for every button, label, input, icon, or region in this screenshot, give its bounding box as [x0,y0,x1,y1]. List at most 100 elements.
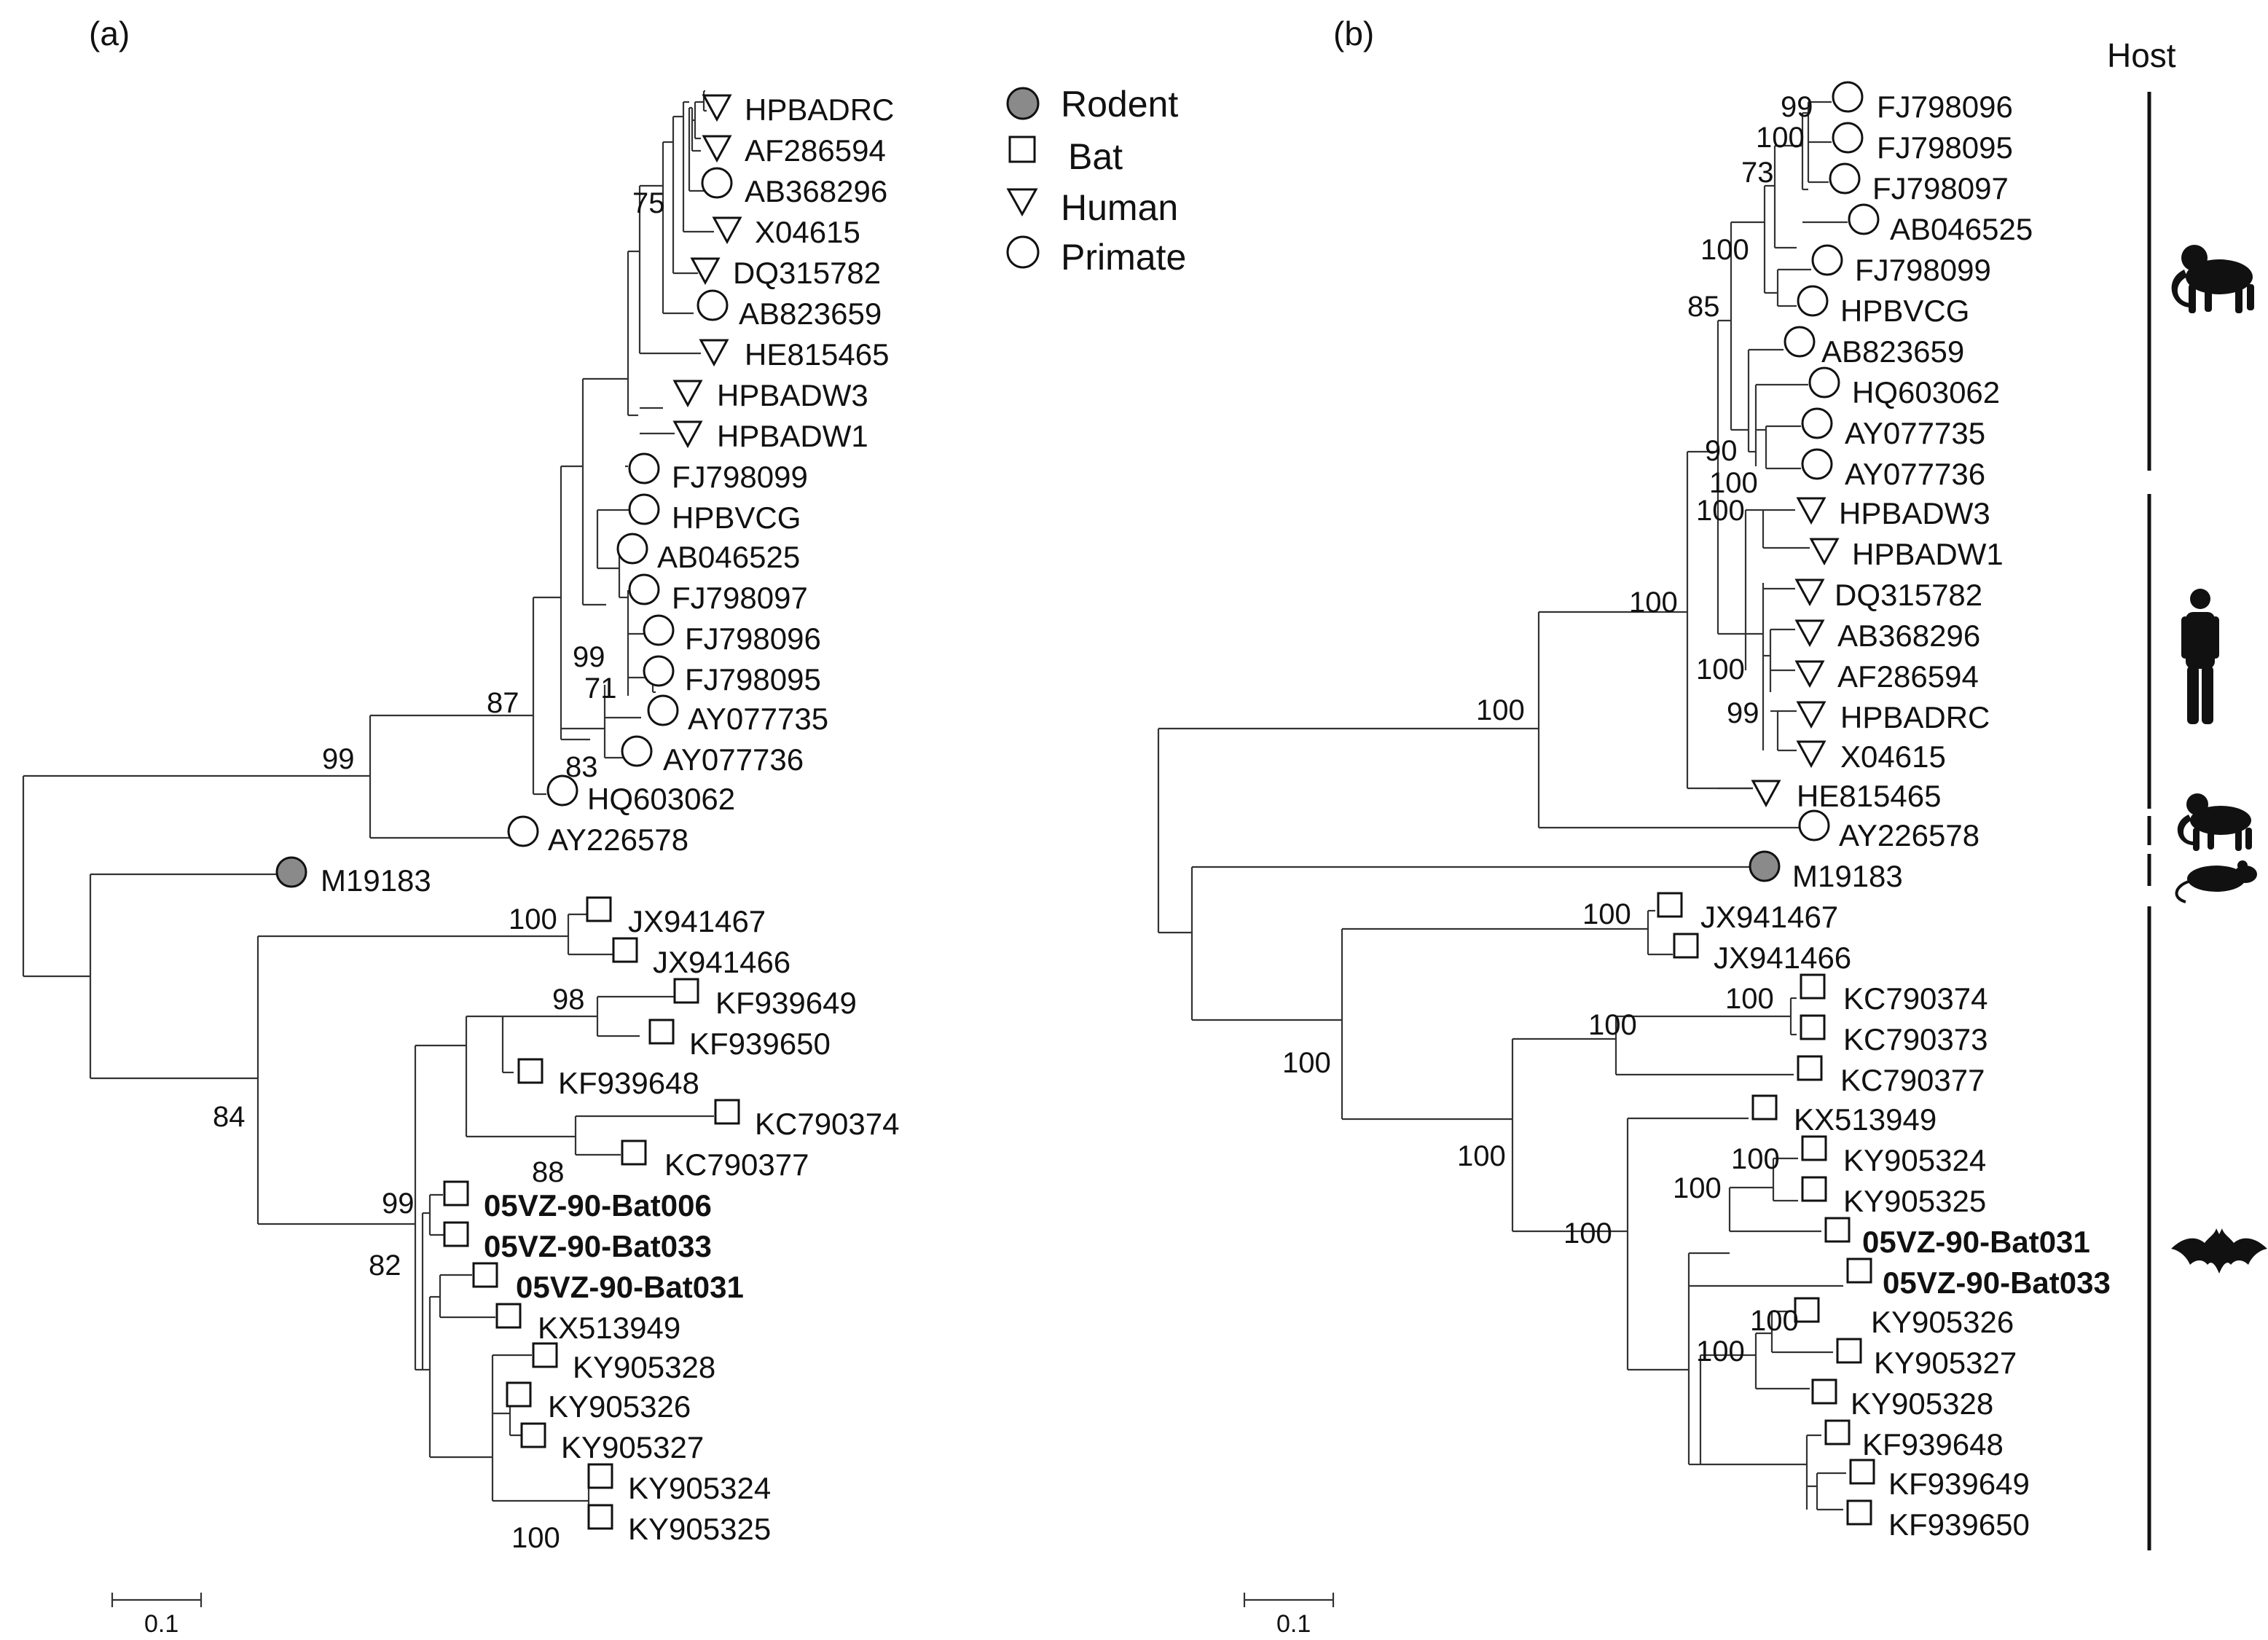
bootstrap-value: 83 [565,751,598,783]
bat-square-icon [1846,1258,1872,1284]
human-icon [1794,619,1825,648]
primate-circle-icon [1829,162,1861,195]
bootstrap-value: 73 [1741,157,1774,189]
bootstrap-value: 71 [584,672,617,705]
tip-label: AY077735 [1845,416,1985,450]
primate-circle-icon [1808,366,1840,399]
tip-label: HE815465 [745,337,890,372]
tip-label: KY905324 [1843,1143,1986,1177]
tip-label: JX941467 [628,904,766,938]
bootstrap-value: 100 [511,1522,560,1554]
host-silhouettes [2171,245,2267,1274]
legend-label-primate: Primate [1061,237,1186,278]
host-legend: Rodent Bat Human Primate [1006,84,1186,278]
tree-b-branches [1157,101,1848,1511]
primate-circle-icon [546,774,578,807]
tip-label: KF939649 [715,986,857,1020]
tip-label: KC790374 [755,1107,900,1141]
tip-label: FJ798099 [1855,253,1991,287]
human-legend-icon [1006,188,1038,217]
bat-square-icon [1824,1419,1851,1445]
primate-circle-icon [1801,407,1833,439]
tip-label: M19183 [1792,859,1903,893]
primate-circle-icon [507,815,539,847]
bootstrap-value: 100 [1709,467,1758,499]
bat-square-icon [517,1058,544,1084]
tip-label: FJ798096 [1877,90,2013,124]
tip-label: DQ315782 [733,256,881,290]
primate-circle-icon [616,533,648,565]
bat-legend-icon [1008,136,1036,163]
tip-label: KY905326 [1871,1305,2014,1339]
bat-square-icon [1751,1094,1778,1121]
primate-circle-icon [643,614,675,646]
bootstrap-value: 84 [213,1101,246,1133]
tip-label: FJ798095 [685,662,821,697]
tip-label: AY226578 [548,823,688,857]
tip-label: JX941466 [1714,941,1851,975]
tip-label: JX941467 [1700,900,1838,934]
tip-label: HPBADW3 [1839,496,1990,530]
primate-circle-icon [643,655,675,687]
tip-label: KY905325 [1843,1184,1986,1218]
bat-square-icon [506,1381,532,1408]
tree-a-branches [22,90,714,1521]
scale-bar-label: 0.1 [144,1610,178,1638]
primate-circle-icon [1811,244,1843,276]
bat-square-icon [587,1504,613,1530]
tip-label: HQ603062 [1852,375,2000,409]
tip-label: KF939650 [689,1027,831,1061]
tip-label: FJ798096 [685,621,821,656]
human-icon [690,257,721,286]
bootstrap-value: 85 [1687,291,1720,323]
bat-square-icon [520,1422,546,1448]
bootstrap-value: 99 [382,1188,415,1220]
rodent-circle-icon [275,856,307,888]
bat-icon [2171,1228,2267,1274]
tip-label: KY905326 [548,1389,691,1424]
monkey-icon [2177,793,2252,851]
tip-label: KF939648 [1862,1427,2004,1462]
human-icon [702,135,732,163]
tip-label: AB368296 [1837,619,1980,653]
tip-label: KY905328 [573,1350,715,1384]
tip-label: AF286594 [1837,659,1979,694]
human-icon [712,216,742,245]
bat-square-icon [648,1019,675,1045]
tip-label: KX513949 [1794,1102,1937,1137]
bat-square-icon [1800,1014,1826,1040]
primate-circle-icon [701,167,733,199]
tip-label: FJ798099 [672,460,808,494]
bat-square-icon [621,1139,647,1166]
primate-circle-icon [697,289,729,321]
rat-icon [2175,860,2257,903]
bat-square-icon [673,978,699,1004]
scale-bar-a: 0.1 [111,1593,203,1638]
bat-square-icon [443,1221,469,1247]
human-icon [1809,538,1840,566]
bootstrap-value: 100 [1696,654,1745,686]
tip-label: HPBADW1 [1852,537,2004,571]
bat-square-icon [1811,1378,1837,1405]
tip-label: AY226578 [1839,818,1979,852]
tip-label: KC790377 [1840,1063,1985,1097]
tip-label: HPBADRC [745,93,894,127]
panel-b-label: (b) [1333,15,1374,52]
bat-square-icon [1657,892,1683,918]
tip-label: AY077736 [1845,457,1985,491]
bootstrap-value: 75 [632,187,665,219]
tree-a-tips: HPBADRC AF286594 AB368296 X04615 DQ31578… [275,93,900,1546]
tip-label: AB368296 [745,174,887,208]
legend-label-rodent: Rodent [1061,84,1178,125]
bat-square-icon [472,1262,498,1288]
primate-circle-icon [628,493,660,525]
tree-a-bootstrap: 75 87 99 99 71 83 100 98 84 88 99 82 100 [213,187,665,1554]
primate-circle-icon [628,573,660,605]
tip-label: AY077735 [688,702,828,736]
tip-label: AB046525 [1890,212,2033,246]
primate-circle-icon [1784,326,1816,358]
bootstrap-value: 99 [1727,697,1759,729]
tip-label: 05VZ-90-Bat033 [484,1229,712,1263]
primate-circle-icon [1801,448,1833,480]
bootstrap-value: 87 [487,687,519,719]
